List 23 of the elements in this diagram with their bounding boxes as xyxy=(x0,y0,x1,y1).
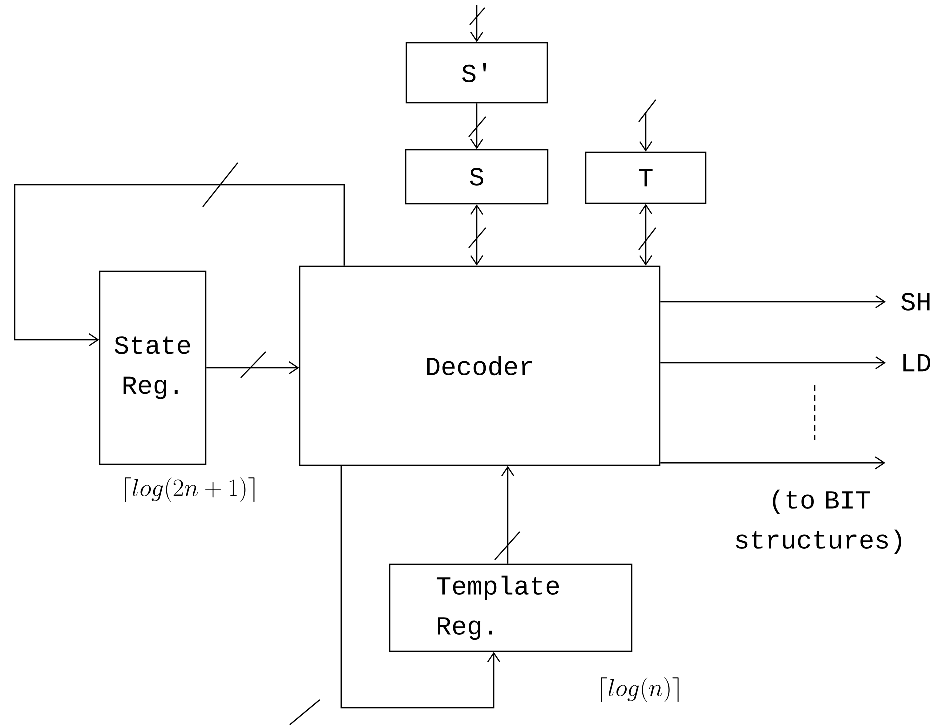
arrow xyxy=(660,356,886,370)
output-label: SH xyxy=(902,293,930,311)
decoder-box: Decoder xyxy=(299,266,661,466)
output-label: LD xyxy=(904,354,930,372)
block-box: T xyxy=(585,152,707,204)
arrow xyxy=(502,466,514,564)
arrow xyxy=(470,5,484,42)
width-formula: $\lceil log(n)\rceil$ xyxy=(601,678,679,702)
arrow xyxy=(470,104,484,150)
block-box: S' xyxy=(406,42,548,104)
arrow xyxy=(660,296,886,308)
arrow xyxy=(660,456,886,470)
arrow xyxy=(640,204,652,266)
arrow xyxy=(206,362,300,374)
register-box: Template Reg. xyxy=(389,564,633,652)
width-formula: $\lceil log(2n+1)\rceil$ xyxy=(125,478,255,502)
block-box: S xyxy=(405,149,549,205)
arrow xyxy=(470,204,484,266)
note-text: (to BIT structures) xyxy=(736,490,902,554)
arrow xyxy=(640,112,652,152)
arrow xyxy=(340,466,500,709)
arrow xyxy=(14,184,345,346)
register-box: State Reg. xyxy=(99,270,207,466)
